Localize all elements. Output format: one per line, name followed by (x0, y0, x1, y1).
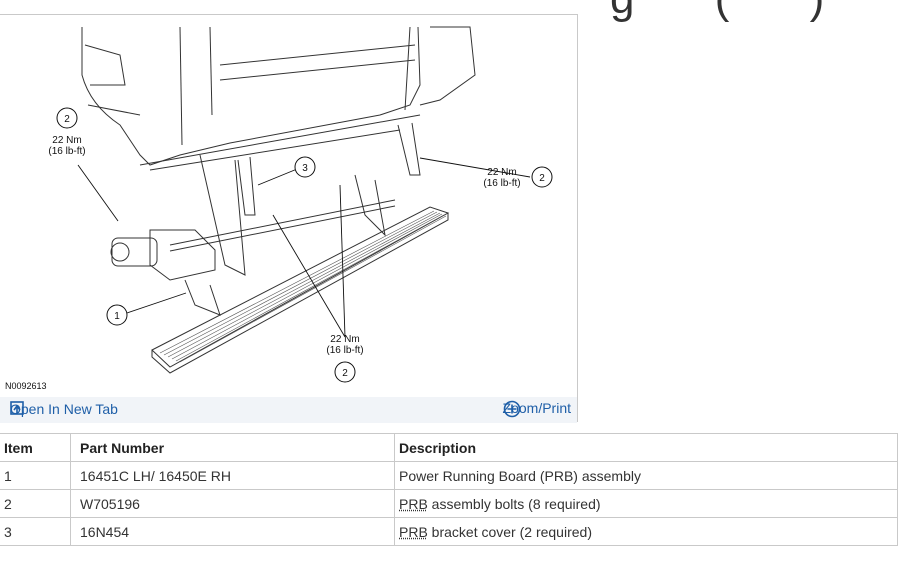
callout-torque-nm: 22 Nm (487, 167, 516, 178)
callout-number: 3 (302, 163, 308, 174)
cell-item: 2 (0, 489, 71, 518)
zoom-print-label: Zoom/Print (502, 400, 571, 416)
table-header-row: Item Part Number Description (0, 433, 898, 462)
description-text: bracket cover (2 required) (427, 523, 592, 540)
callout-torque-lbft: (16 lb-ft) (326, 345, 363, 356)
parts-table: Item Part Number Description 1 16451C LH… (0, 433, 898, 546)
cell-item: 1 (0, 461, 71, 490)
column-header-part-number: Part Number (70, 433, 395, 462)
callout-torque-nm: 22 Nm (52, 135, 81, 146)
cell-description: Power Running Board (PRB) assembly (394, 461, 898, 490)
cell-description: PRB bracket cover (2 required) (394, 517, 898, 546)
figure-id-label: N0092613 (5, 381, 47, 391)
table-row: 1 16451C LH/ 16450E RH Power Running Boa… (0, 461, 898, 490)
column-header-description: Description (394, 433, 898, 462)
callout-number: 2 (539, 173, 545, 184)
page-heading-fragment: g ( ) (610, 0, 858, 24)
table-row: 2 W705196 PRB assembly bolts (8 required… (0, 489, 898, 518)
callout-number: 2 (64, 114, 70, 125)
cell-part-number: 16N454 (70, 517, 395, 546)
abbreviation-prb[interactable]: PRB (399, 495, 428, 512)
callout-number: 2 (342, 368, 348, 379)
callout-torque-lbft: (16 lb-ft) (48, 146, 85, 157)
cell-description: PRB assembly bolts (8 required) (394, 489, 898, 518)
table-row: 3 16N454 PRB bracket cover (2 required) (0, 517, 898, 546)
description-text: assembly bolts (8 required) (427, 495, 601, 512)
illustration-panel: 2 22 Nm (16 lb-ft) 3 2 22 Nm (16 lb-ft) … (0, 14, 578, 423)
abbreviation-prb[interactable]: PRB (399, 523, 428, 540)
cell-item: 3 (0, 517, 71, 546)
open-new-tab-icon (10, 401, 24, 415)
cell-part-number: W705196 (70, 489, 395, 518)
figure-toolbar: Open In New Tab Zoom/Print (0, 397, 577, 423)
open-in-new-tab-link[interactable]: Open In New Tab (10, 401, 118, 417)
running-board-diagram: 2 22 Nm (16 lb-ft) 3 2 22 Nm (16 lb-ft) … (48, 26, 553, 383)
cell-part-number: 16451C LH/ 16450E RH (70, 461, 395, 490)
callout-torque-nm: 22 Nm (330, 334, 359, 345)
column-header-item: Item (0, 433, 71, 462)
zoom-print-link[interactable]: Zoom/Print (502, 400, 571, 418)
callout-torque-lbft: (16 lb-ft) (483, 178, 520, 189)
callout-number: 1 (114, 311, 120, 322)
zoom-plus-icon (503, 400, 520, 418)
open-in-new-tab-label: Open In New Tab (10, 401, 118, 417)
